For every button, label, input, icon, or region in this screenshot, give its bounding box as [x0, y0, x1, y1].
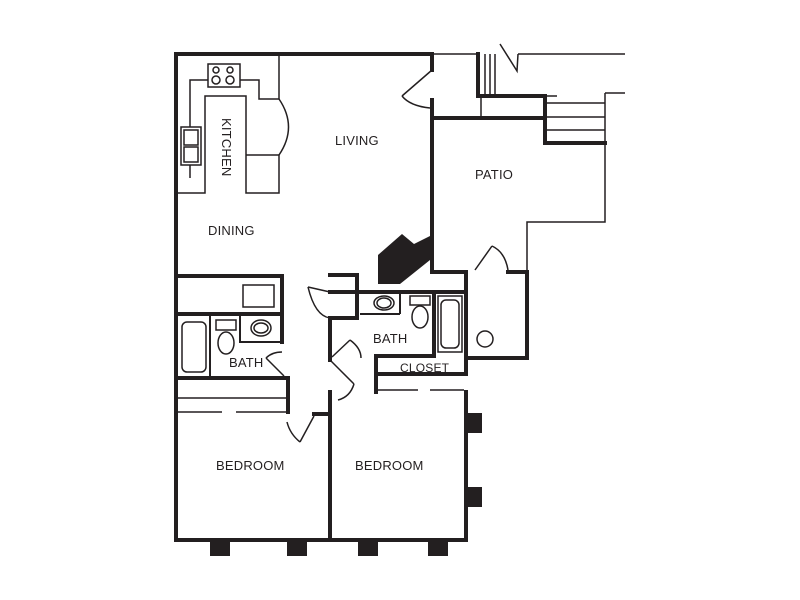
window-icon — [210, 413, 482, 556]
door-swing-icon — [265, 351, 285, 377]
door-swing-icon — [307, 286, 331, 319]
room-label-living: LIVING — [335, 133, 379, 148]
room-label-bedroom-1: BEDROOM — [216, 458, 285, 473]
sink-icon — [180, 126, 202, 166]
toilet-icon — [409, 295, 431, 329]
room-label-bath-2: BATH — [373, 331, 408, 346]
door-swing-icon — [401, 69, 433, 109]
room-label-kitchen: KITCHEN — [219, 118, 234, 177]
storage-closet-walls — [430, 270, 529, 360]
range-icon — [207, 63, 241, 88]
room-label-patio: PATIO — [475, 167, 514, 182]
door-swing-icon — [286, 415, 315, 443]
lavatory-icon — [373, 295, 395, 311]
closet-walls — [374, 372, 468, 391]
room-label-dining: DINING — [208, 223, 255, 238]
fireplace-icon — [378, 234, 430, 284]
door-swing-icon — [474, 245, 509, 271]
bathtub-icon — [181, 321, 207, 373]
bathtub-icon — [437, 295, 463, 353]
lavatory-icon — [250, 319, 272, 337]
water-heater-icon — [476, 330, 494, 348]
room-label-closet: CLOSET — [400, 361, 450, 375]
room-label-bath-1: BATH — [229, 355, 264, 370]
toilet-icon — [215, 319, 237, 355]
patio-walls — [430, 43, 625, 270]
room-label-bedroom-2: BEDROOM — [355, 458, 424, 473]
door-swing-icon — [331, 339, 362, 359]
cabinet-icon — [242, 284, 275, 308]
stairs-icon — [484, 54, 605, 131]
